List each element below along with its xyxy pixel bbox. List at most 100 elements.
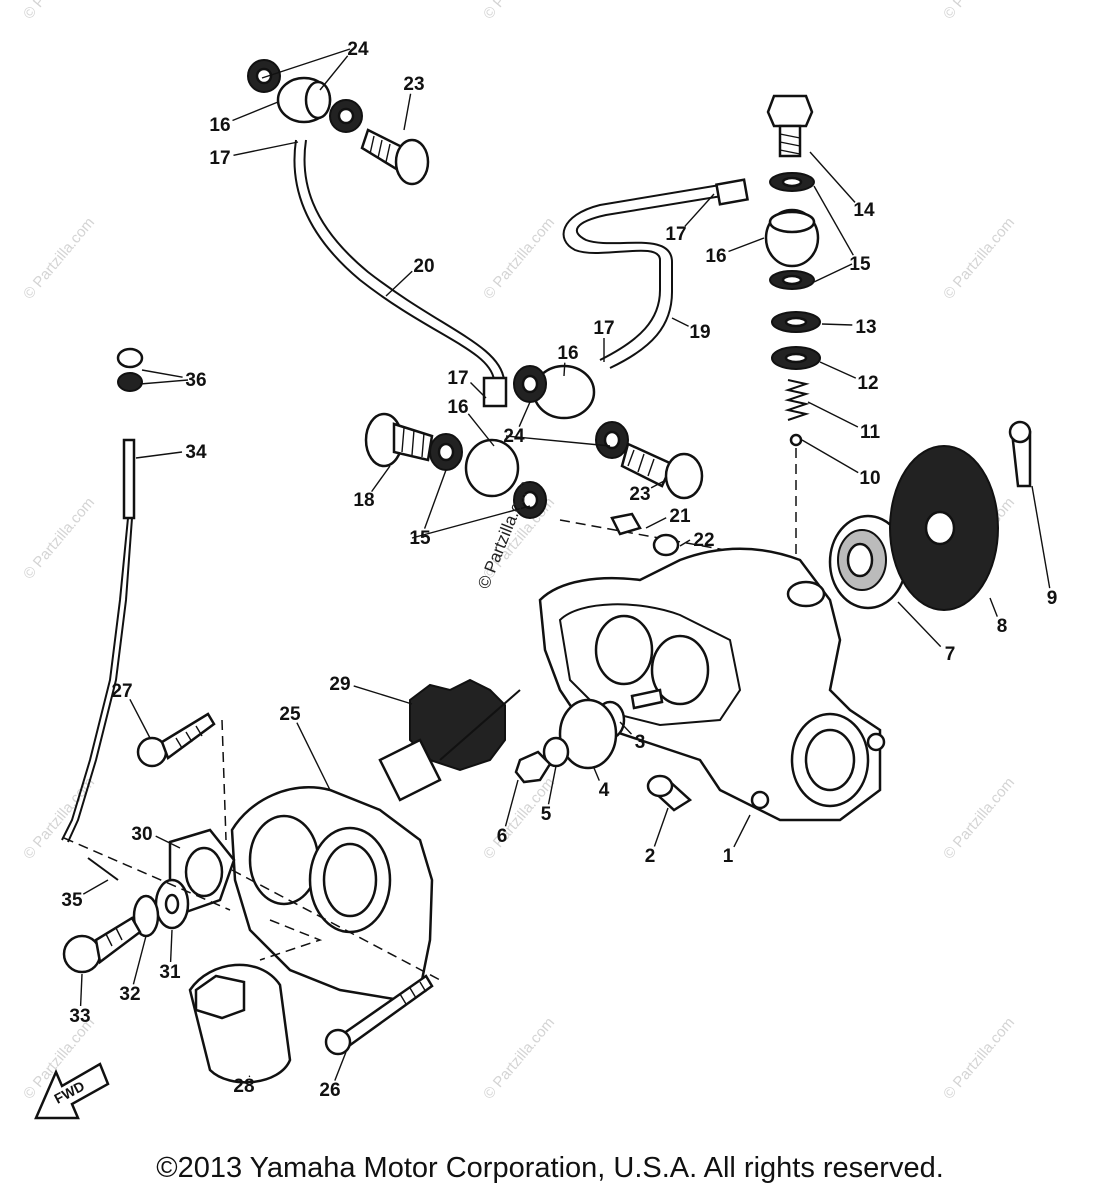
banjo-fitting-16-middle: [513, 364, 629, 459]
callout-label-c30: 30: [131, 824, 152, 845]
nut-36: [116, 347, 144, 392]
callout-label-c22: 22: [693, 530, 714, 551]
leader-line-extra-c15b: [411, 505, 531, 539]
bolt-26: [324, 974, 434, 1056]
screw-27: [136, 712, 216, 768]
leader-line-c16c: [563, 362, 566, 377]
watermark-1-0: © Partzilla.com: [20, 214, 98, 302]
leader-line-c15a: [813, 185, 854, 256]
oil-pump-body: [538, 547, 886, 822]
callout-label-c20: 20: [413, 256, 434, 277]
callout-label-c32: 32: [119, 984, 140, 1005]
callout-label-c3: 3: [635, 732, 646, 753]
nut-6: [514, 750, 552, 784]
leader-line-c24b: [518, 401, 531, 427]
leader-lines: [79, 48, 1051, 1081]
pump-gear-29: [378, 678, 521, 802]
leader-line-extra-c24b: [505, 435, 611, 447]
bolt-14: [766, 94, 814, 158]
callout-label-c13: 13: [855, 317, 876, 338]
leader-line-c6: [504, 779, 519, 827]
callout-label-c16d: 16: [705, 246, 726, 267]
callout-label-c4: 4: [599, 780, 610, 801]
callout-label-c5: 5: [541, 804, 552, 825]
leader-line-c4: [593, 767, 600, 781]
callout-label-c7: 7: [945, 644, 956, 665]
watermark-4-2: © Partzilla.com: [940, 1014, 1018, 1102]
callout-label-c16c: 16: [557, 343, 578, 364]
leader-line-c16b: [467, 413, 495, 447]
callout-label-c15a: 15: [849, 254, 871, 275]
callout-label-c21: 21: [669, 506, 691, 527]
union-bolt-23-top: [360, 128, 430, 186]
leader-line-c24a: [319, 55, 349, 91]
control-rod-34: [61, 438, 136, 843]
leader-line-c32: [132, 935, 147, 985]
leader-line-c15b: [423, 469, 447, 529]
callout-label-c2: 2: [645, 846, 656, 867]
callout-label-c17c: 17: [593, 318, 614, 339]
callout-label-c1: 1: [723, 846, 734, 867]
callout-label-c12: 12: [857, 373, 878, 394]
screw-33: [62, 916, 142, 974]
banjo-fitting-16-top: [247, 59, 363, 133]
callout-labels: 1234567891011121314151516161616171717171…: [61, 39, 1057, 1101]
watermark-1-1: © Partzilla.com: [480, 214, 558, 302]
watermark-1-2: © Partzilla.com: [940, 214, 1018, 302]
callout-label-c14: 14: [853, 200, 875, 221]
callout-label-c11: 11: [860, 422, 881, 443]
leader-line-c12: [819, 361, 857, 379]
leader-line-c10: [801, 439, 859, 474]
leader-line-c34: [135, 451, 183, 459]
leader-line-c1: [733, 814, 751, 848]
callout-label-c6: 6: [497, 826, 508, 847]
oil-pipe-20: [293, 139, 508, 408]
watermark-0-1: © Partzilla.com: [480, 0, 558, 23]
watermark-4-1: © Partzilla.com: [480, 1014, 558, 1102]
leader-line-c3: [619, 721, 633, 735]
leader-line-c14: [809, 151, 856, 203]
leader-line-c17a: [233, 141, 299, 156]
washer-31: [154, 878, 190, 930]
watermark-2-0: © Partzilla.com: [20, 494, 98, 582]
leader-line-c20: [385, 270, 413, 297]
watermark-3-0: © Partzilla.com: [20, 774, 98, 862]
leader-line-extra-c36: [139, 379, 189, 385]
callout-label-c29: 29: [329, 674, 350, 695]
pin-9: [1008, 420, 1032, 488]
leader-line-c35: [82, 879, 109, 895]
leader-line-c5: [547, 765, 557, 805]
leader-line-c23b: [650, 479, 667, 489]
cover-plug-28: [188, 963, 292, 1084]
callout-label-c24b: 24: [503, 426, 525, 447]
leader-line-c8: [989, 597, 998, 617]
union-bolt-18: [364, 412, 434, 468]
copyright-notice: ©2013 Yamaha Motor Corporation, U.S.A. A…: [156, 1152, 944, 1184]
callout-label-c24a: 24: [347, 39, 369, 60]
watermark-0-2: © Partzilla.com: [940, 0, 1018, 23]
pump-cover-25: [230, 786, 434, 1002]
washer-15-bottom: [769, 270, 815, 290]
banjo-fitting-16-right: [764, 208, 820, 268]
washer-13: [771, 311, 821, 333]
drive-gear-8: [889, 445, 999, 611]
callout-label-c35: 35: [61, 890, 83, 911]
watermark-3-2: © Partzilla.com: [940, 774, 1018, 862]
ball-10: [789, 433, 803, 447]
callout-label-c23b: 23: [629, 484, 650, 505]
leader-line-c31: [169, 929, 173, 963]
callout-label-c8: 8: [997, 616, 1008, 637]
leader-line-c2: [653, 807, 669, 847]
screw-21: [610, 512, 642, 536]
watermark-0-0: © Partzilla.com: [20, 0, 98, 23]
leader-line-c28: [248, 1075, 251, 1078]
leader-line-c17b: [470, 382, 487, 399]
callout-label-c17a: 17: [209, 148, 230, 169]
seat-12: [771, 346, 821, 370]
callout-label-c17b: 17: [447, 368, 468, 389]
washer-4: [558, 698, 618, 770]
washer-15-top: [769, 172, 815, 192]
callout-label-c33: 33: [69, 1006, 90, 1027]
leader-line-c19: [671, 317, 689, 327]
callout-label-c9: 9: [1047, 588, 1058, 609]
